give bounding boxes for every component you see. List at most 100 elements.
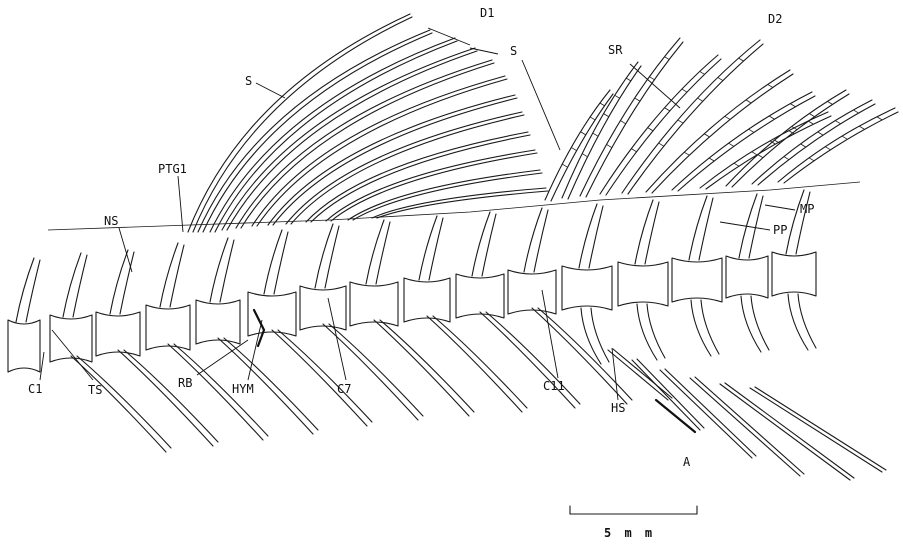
rib-edge	[278, 330, 372, 422]
hypural-mark	[254, 310, 264, 346]
haemal-spine	[637, 304, 657, 360]
ray-segment	[593, 133, 598, 136]
dorsal-spine	[252, 76, 505, 226]
ray-segment	[808, 121, 813, 124]
neural-spine	[160, 243, 178, 307]
vertebral-column	[8, 190, 816, 372]
neural-spine-edge	[482, 214, 496, 276]
ray-segment	[620, 121, 625, 124]
neural-spine	[739, 194, 757, 258]
label-ts: TS	[88, 384, 102, 396]
label-rb: RB	[178, 377, 192, 389]
rib-edge	[174, 344, 268, 436]
ray-segment	[718, 77, 723, 80]
neural-spine-edge	[120, 252, 134, 314]
haemal-spine-edge	[798, 294, 816, 348]
label-mp: MP	[800, 203, 814, 215]
ray-segment	[700, 71, 705, 74]
ray-segment	[784, 157, 789, 160]
vertebra-centrum	[772, 252, 816, 296]
neural-spine	[16, 258, 34, 322]
ray-segment	[562, 164, 567, 167]
ray-segment	[752, 152, 757, 155]
label-s-left: S	[245, 75, 252, 87]
vertebra-centrum	[146, 305, 190, 350]
label-c7: C7	[337, 383, 351, 395]
ray-segment	[665, 108, 670, 111]
ray-segment	[684, 152, 689, 155]
ray-segment	[582, 154, 587, 157]
anal-ray	[690, 378, 800, 476]
ray-segment	[635, 98, 640, 101]
ray-segment	[790, 104, 795, 107]
ray-segment	[827, 101, 832, 104]
vertebra-centrum	[300, 286, 346, 330]
vertebra-centrum	[50, 315, 92, 362]
neural-spine	[635, 200, 653, 264]
haemal-spine-edge	[647, 304, 665, 358]
soft-ray-edge	[678, 96, 815, 191]
anal-ray-edge	[725, 383, 854, 478]
ray-segment	[664, 57, 669, 60]
ray-segment	[709, 158, 714, 161]
neural-spine	[210, 238, 228, 302]
neural-spine	[524, 208, 542, 272]
neural-spine-edge	[170, 245, 184, 307]
neural-spine-edge	[73, 255, 87, 317]
ray-segment	[877, 117, 882, 120]
dorsal-spine-edge	[377, 191, 548, 218]
label-ns: NS	[104, 215, 118, 227]
anal-ray	[750, 388, 882, 472]
rib	[427, 316, 522, 412]
neural-spine-edge	[534, 210, 548, 272]
vertebra-centrum	[726, 256, 768, 298]
neural-spine-edge	[274, 232, 288, 294]
anal-ray	[720, 384, 850, 480]
scale-bar	[570, 506, 697, 514]
haemal-spine-edge	[701, 300, 719, 354]
vertebra-centrum	[456, 274, 504, 318]
neural-spine	[579, 204, 597, 268]
ray-segment	[682, 89, 687, 92]
ray-segment	[581, 132, 586, 135]
ray-segment	[739, 58, 744, 61]
neural-spine	[366, 220, 384, 284]
vertebra-centrum	[404, 278, 450, 322]
ray-segment	[729, 143, 734, 146]
haemal-spine	[788, 294, 808, 350]
label-a: A	[683, 456, 690, 468]
ray-segment	[604, 114, 609, 117]
rib	[272, 330, 367, 426]
label-s-right: S	[510, 45, 517, 57]
neural-spine-edge	[376, 222, 390, 284]
neural-spine-edge	[429, 218, 443, 280]
neural-spine-edge	[645, 202, 659, 264]
neural-spine	[689, 196, 707, 260]
ray-segment	[659, 143, 664, 146]
ray-segment	[749, 129, 754, 132]
vertebra-centrum	[562, 266, 612, 310]
dorsal-spine	[372, 188, 546, 218]
ray-segment	[648, 128, 653, 131]
soft-ray	[545, 90, 610, 200]
rib-edge	[486, 312, 580, 404]
label-c11: C11	[543, 380, 565, 392]
soft-ray	[622, 40, 760, 193]
dorsal-spine-edge	[291, 115, 524, 224]
rib-edge	[124, 350, 218, 442]
ray-segment	[734, 163, 739, 166]
body-outline	[48, 182, 860, 230]
ray-segment	[859, 126, 864, 129]
neural-spine-edge	[589, 206, 603, 268]
ray-segment	[842, 136, 847, 139]
rib-edge	[433, 316, 527, 408]
haemal-spine	[691, 300, 711, 356]
dorsal-spine	[210, 38, 455, 232]
ray-segment	[746, 100, 751, 103]
soft-ray-edge	[652, 74, 793, 193]
rib	[118, 350, 213, 446]
ray-segment	[800, 144, 805, 147]
ray-segment	[571, 147, 576, 150]
neural-spine-edge	[26, 260, 40, 322]
vertebra-centrum	[350, 282, 398, 326]
